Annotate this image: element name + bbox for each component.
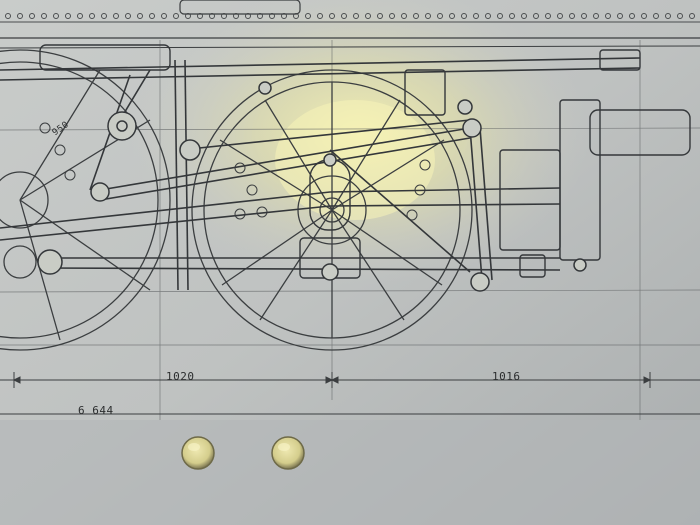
top-rivet <box>149 13 155 19</box>
brass-rivet-right <box>271 436 305 470</box>
top-rivet <box>533 13 539 19</box>
top-rivet <box>557 13 563 19</box>
top-rivet <box>5 13 11 19</box>
top-rivet <box>401 13 407 19</box>
top-rivet <box>77 13 83 19</box>
top-rivet <box>65 13 71 19</box>
wheel-holes <box>39 122 431 221</box>
top-rivet <box>161 13 167 19</box>
top-rivet <box>437 13 443 19</box>
top-rivet <box>665 13 671 19</box>
top-rivet <box>101 13 107 19</box>
top-rivet <box>677 13 683 19</box>
dimension-lines <box>0 372 700 415</box>
top-rivet <box>497 13 503 19</box>
top-rivet <box>389 13 395 19</box>
middle-driving-wheel <box>191 69 473 351</box>
top-rivet <box>17 13 23 19</box>
top-rivet <box>521 13 527 19</box>
light-glare-core <box>275 100 435 220</box>
top-rivet <box>593 13 599 19</box>
top-bracket <box>179 0 301 15</box>
top-rivet <box>341 13 347 19</box>
top-rivet <box>509 13 515 19</box>
top-rivet <box>689 13 695 19</box>
top-rivet <box>653 13 659 19</box>
top-rivet <box>137 13 143 19</box>
top-rivet <box>365 13 371 19</box>
top-rivet <box>353 13 359 19</box>
pivot-pins <box>37 81 587 292</box>
top-rivet <box>569 13 575 19</box>
top-rivet <box>485 13 491 19</box>
top-rivet <box>641 13 647 19</box>
top-rivet <box>473 13 479 19</box>
top-rivet <box>305 13 311 19</box>
top-rivet <box>377 13 383 19</box>
top-rivet <box>461 13 467 19</box>
top-rivet <box>317 13 323 19</box>
left-driving-wheel <box>0 49 171 351</box>
top-rivet <box>173 13 179 19</box>
top-rivet <box>89 13 95 19</box>
lower-plate-shade <box>0 420 700 525</box>
dimension-label-total: 6 644 <box>78 404 114 417</box>
dimension-label-right: 1016 <box>492 370 521 383</box>
top-rivet <box>413 13 419 19</box>
top-rivet <box>449 13 455 19</box>
top-rivet <box>41 13 47 19</box>
top-rivet <box>545 13 551 19</box>
top-rivet <box>329 13 335 19</box>
top-rivet <box>581 13 587 19</box>
top-rivet <box>29 13 35 19</box>
top-rivet <box>629 13 635 19</box>
top-rivet <box>425 13 431 19</box>
dimension-label-left: 1020 <box>166 370 195 383</box>
frame-line-2 <box>0 45 700 49</box>
top-rivet <box>125 13 131 19</box>
top-rivet <box>617 13 623 19</box>
top-rivet <box>605 13 611 19</box>
top-rivet <box>53 13 59 19</box>
brass-rivet-left <box>181 436 215 470</box>
top-rivet <box>113 13 119 19</box>
